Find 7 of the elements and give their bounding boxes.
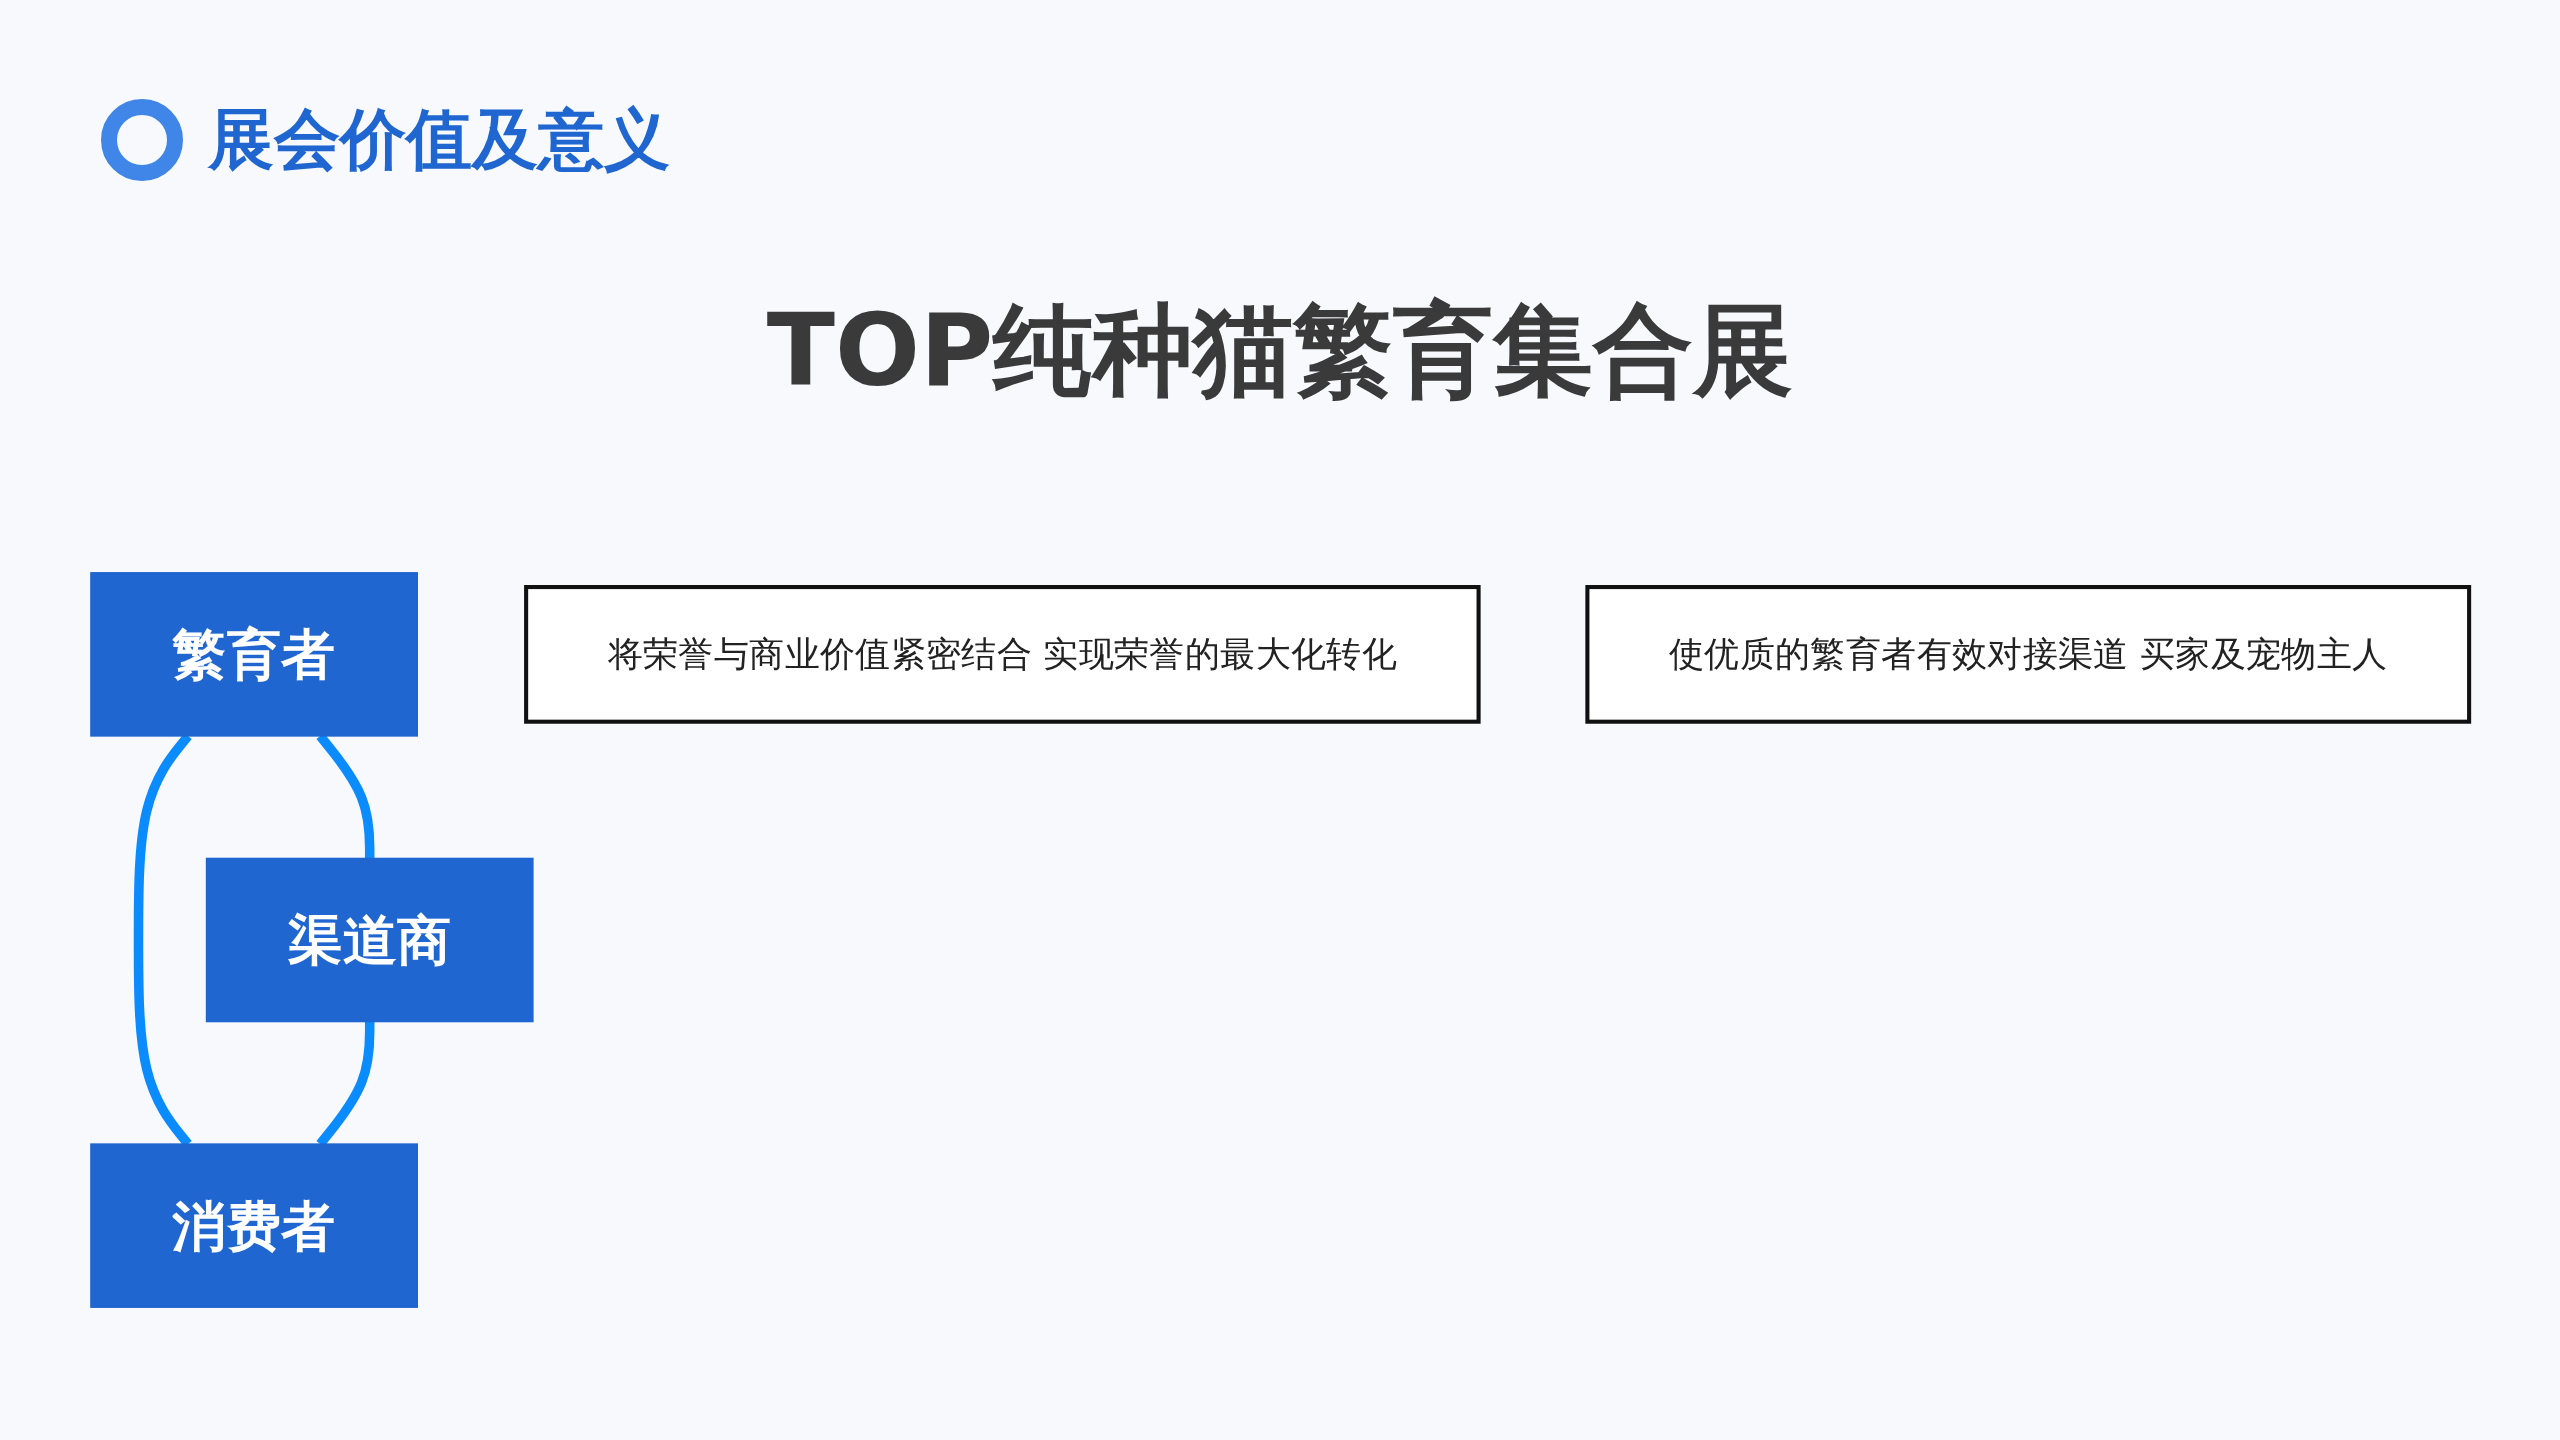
note-box: 使优质的繁育者有效对接渠道 买家及宠物主人 (1585, 585, 2472, 724)
role-box: 消费者 (90, 1143, 418, 1308)
role-box: 渠道商 (205, 857, 534, 1023)
page-heading: 展会价值及意义 (208, 100, 670, 180)
role-box: 繁育者 (90, 572, 418, 737)
main-title: TOP纯种猫繁育集合展 (766, 292, 1794, 409)
note-box: 将荣誉与商业价值紧密结合 实现荣誉的最大化转化 (524, 585, 1481, 724)
